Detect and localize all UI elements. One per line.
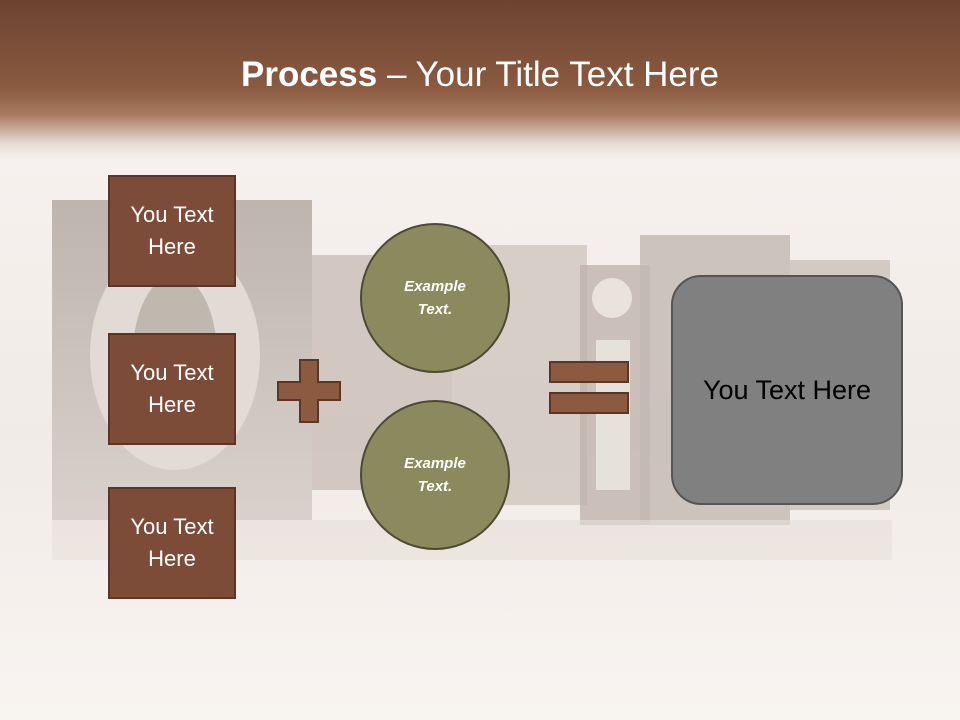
input-box-3: You Text Here [108, 487, 236, 599]
equals-icon [549, 361, 629, 414]
input-box-label: You Text Here [130, 202, 214, 259]
input-box-label: You Text Here [130, 360, 214, 417]
example-circle-label: Example Text. [404, 278, 466, 318]
result-label: You Text Here [702, 374, 872, 405]
slide-title: Process – Your Title Text Here [0, 52, 960, 98]
example-circle-2: Example Text. [360, 400, 510, 550]
result-box: You Text Here [671, 275, 903, 505]
plus-icon [277, 359, 341, 423]
example-circle-label: Example Text. [404, 455, 466, 495]
input-box-label: You Text Here [130, 514, 214, 571]
title-bold: Process [241, 55, 378, 94]
example-circle-1: Example Text. [360, 223, 510, 373]
header-band [0, 0, 960, 160]
input-box-2: You Text Here [108, 333, 236, 445]
title-rest: – Your Title Text Here [377, 55, 719, 94]
input-box-1: You Text Here [108, 175, 236, 287]
